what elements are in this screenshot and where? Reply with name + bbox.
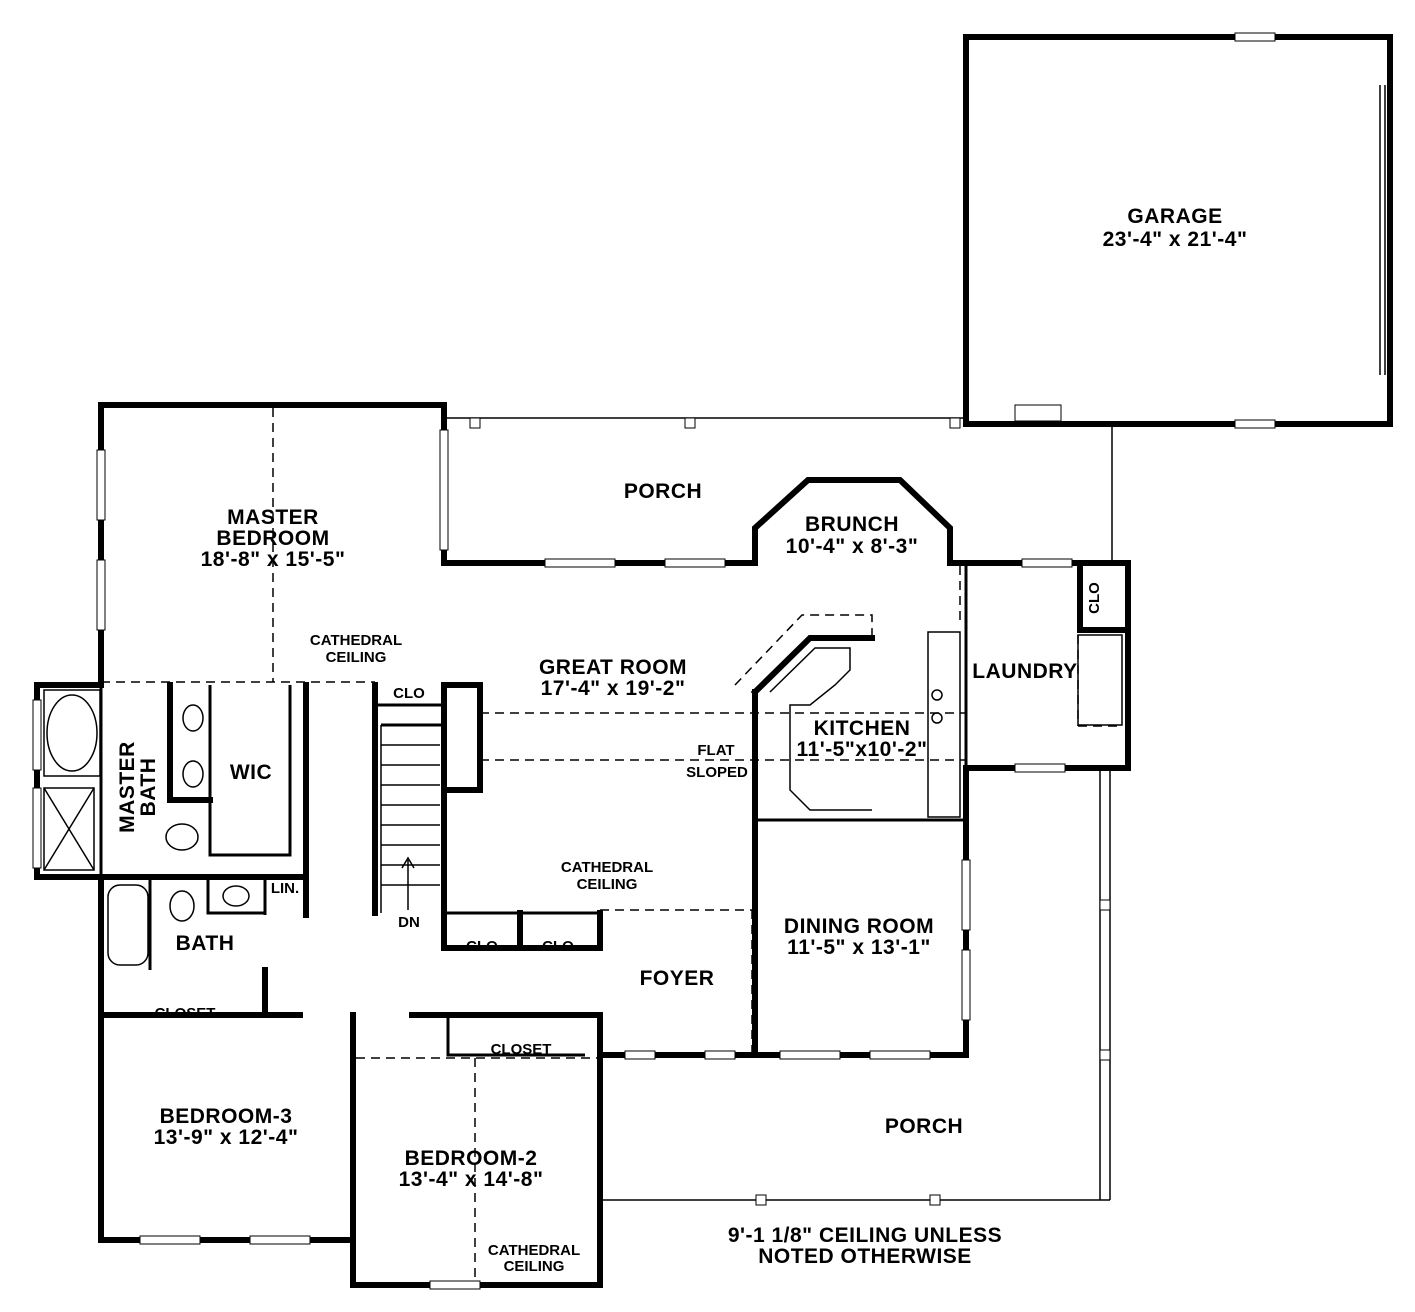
porch-front-name: PORCH (885, 1115, 963, 1138)
clo-label-left: CLO (466, 938, 498, 955)
note-line1: 9'-1 1/8" CEILING UNLESS (728, 1224, 1002, 1247)
note-line2: NOTED OTHERWISE (758, 1245, 972, 1268)
great-room-name: GREAT ROOM (539, 656, 687, 679)
ceiling-label-master: CEILING (326, 649, 387, 666)
kitchen-name: KITCHEN (814, 717, 911, 740)
dn-label: DN (398, 914, 420, 931)
bedroom2-name: BEDROOM-2 (405, 1147, 538, 1170)
ceiling-note: 9'-1 1/8" CEILING UNLESS NOTED OTHERWISE (728, 1224, 1002, 1268)
dining-room-name: DINING ROOM (784, 915, 934, 938)
bath-name: BATH (176, 932, 235, 955)
garage-walls (963, 34, 1393, 563)
garage-name: GARAGE (1127, 205, 1222, 228)
clo-label-laundry: CLO (1086, 582, 1103, 614)
flat-label: FLAT (697, 742, 734, 759)
brunch-name: BRUNCH (805, 513, 899, 536)
closet-label-bed2: CLOSET (491, 1041, 552, 1058)
dining-room-dims: 11'-5" x 13'-1" (787, 936, 931, 959)
clo-label-stair: CLO (393, 685, 425, 702)
brunch-dims: 10'-4" x 8'-3" (786, 535, 919, 558)
cathedral-label-master: CATHEDRAL (310, 632, 402, 649)
ceiling-label-great: CEILING (577, 876, 638, 893)
master-bath-name2: BATH (137, 758, 160, 817)
bedroom3-dims: 13'-9" x 12'-4" (154, 1126, 299, 1149)
great-room-dims: 17'-4" x 19'-2" (541, 677, 686, 700)
kitchen-dims: 11'-5"x10'-2" (797, 738, 928, 761)
interior-walls (98, 560, 1131, 1057)
master-bedroom-name2: BEDROOM (216, 527, 329, 550)
wic-name: WIC (230, 761, 272, 784)
master-bath-name1: MASTER (116, 741, 139, 833)
laundry-name: LAUNDRY (972, 660, 1077, 683)
master-bedroom-dims: 18'-8" x 15'-5" (201, 548, 346, 571)
cathedral-label-great: CATHEDRAL (561, 859, 653, 876)
garage-dims: 23'-4" x 21'-4" (1103, 228, 1248, 251)
clo-label-right: CLO (542, 938, 574, 955)
windows (32, 32, 1276, 1290)
stair-treads (380, 725, 440, 913)
foyer-name: FOYER (640, 967, 715, 990)
bedroom2-dims: 13'-4" x 14'-8" (399, 1168, 544, 1191)
porches (444, 417, 1111, 1206)
master-bedroom-name1: MASTER (227, 506, 319, 529)
porch-rear-name: PORCH (624, 480, 702, 503)
sloped-label: SLOPED (686, 764, 748, 781)
lin-label: LIN. (271, 880, 299, 897)
closet-label-bed3: CLOSET (155, 1005, 216, 1022)
fixtures (43, 631, 1123, 966)
room-labels: GARAGE 23'-4" x 21'-4" MASTER BEDROOM 18… (116, 205, 1247, 1191)
bedroom3-name: BEDROOM-3 (160, 1105, 293, 1128)
ceiling-label-bed2: CEILING (504, 1258, 565, 1275)
cathedral-label-bed2: CATHEDRAL (488, 1242, 580, 1259)
small-labels: CATHEDRAL CEILING CATHEDRAL CEILING CATH… (155, 582, 1103, 1275)
exterior-walls (34, 402, 1131, 1288)
